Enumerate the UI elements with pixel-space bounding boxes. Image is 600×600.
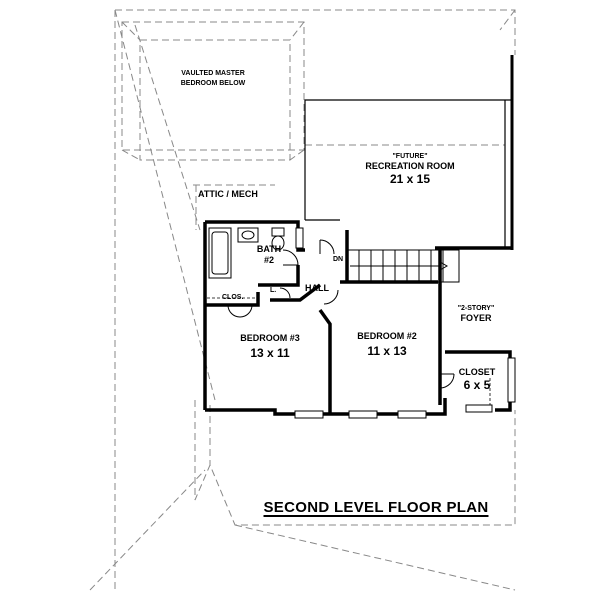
- recreation-tag: "FUTURE": [392, 153, 428, 160]
- roof-outline: [89, 9, 516, 591]
- door-swings: [227, 239, 455, 389]
- bath-name: BATH: [256, 244, 282, 254]
- closet-size: 6 x 5: [463, 378, 491, 392]
- bath-fixtures: [208, 227, 285, 279]
- closet-name: CLOSET: [458, 367, 496, 377]
- closet-shelves: [207, 297, 491, 405]
- bedroom2-name: BEDROOM #2: [357, 331, 417, 341]
- recreation-size: 21 x 15: [389, 172, 431, 186]
- attic-label: ATTIC / MECH: [198, 189, 258, 199]
- bedroom3-size: 13 x 11: [250, 346, 290, 360]
- closet-label-clos: CLOS.: [222, 294, 244, 301]
- stairs: [346, 249, 460, 283]
- bedroom3-name: BEDROOM #3: [240, 333, 300, 343]
- plan-title: SECOND LEVEL FLOOR PLAN: [263, 499, 489, 516]
- bedroom2-size: 11 x 13: [367, 344, 407, 358]
- foyer-name: FOYER: [460, 313, 492, 323]
- recreation-room-walls: [304, 99, 512, 248]
- hall-label: HALL: [305, 283, 329, 293]
- vaulted-label-line2: BEDROOM BELOW: [180, 80, 246, 87]
- foyer-tag: "2-STORY": [457, 305, 495, 312]
- recreation-name: RECREATION ROOM: [365, 161, 455, 171]
- linen-label: L.: [270, 287, 277, 294]
- vaulted-label-line1: VAULTED MASTER: [181, 70, 245, 77]
- bath-number: #2: [263, 255, 274, 265]
- windows: [294, 227, 516, 419]
- stairs-dn-label: DN: [333, 256, 344, 263]
